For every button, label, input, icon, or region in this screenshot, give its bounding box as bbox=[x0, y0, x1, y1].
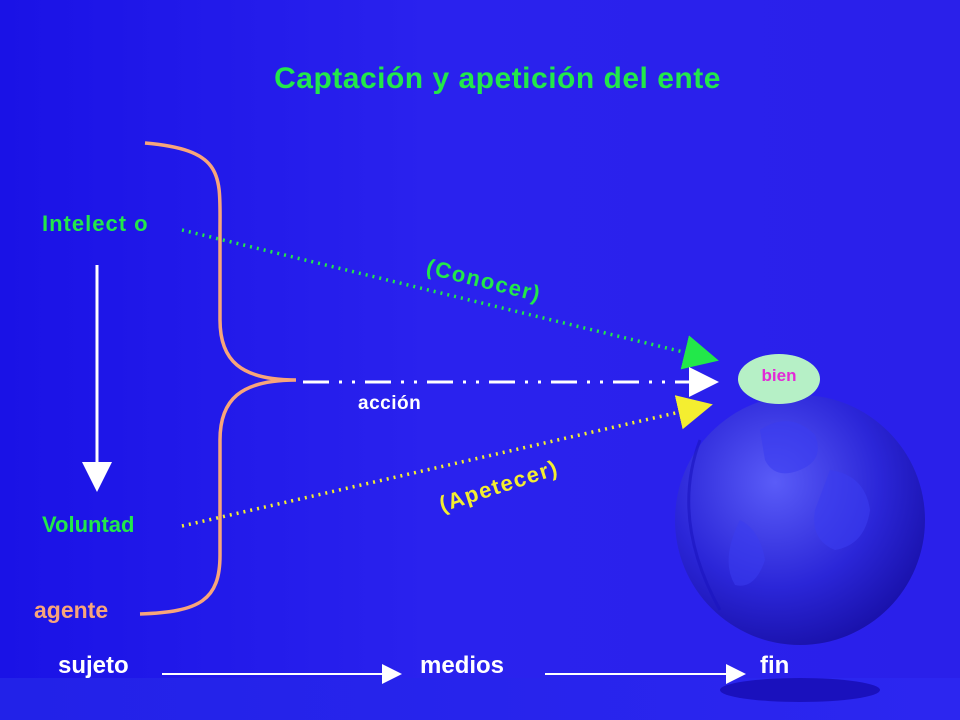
page-title: Captación y apetición del ente bbox=[274, 62, 721, 95]
agente-brace bbox=[139, 141, 297, 616]
globe-decoration bbox=[675, 395, 925, 702]
voluntad-label: Voluntad bbox=[42, 512, 135, 537]
intelecto-label: Intelect o bbox=[42, 211, 149, 236]
accion-label: acción bbox=[358, 393, 422, 414]
footer-fin: fin bbox=[760, 652, 790, 679]
footer-sujeto: sujeto bbox=[58, 652, 129, 679]
bien-label: bien bbox=[761, 366, 797, 385]
agente-label: agente bbox=[34, 597, 109, 623]
conocer-arrow bbox=[181, 228, 719, 370]
footer-medios: medios bbox=[420, 652, 505, 679]
bien-node bbox=[738, 354, 820, 404]
